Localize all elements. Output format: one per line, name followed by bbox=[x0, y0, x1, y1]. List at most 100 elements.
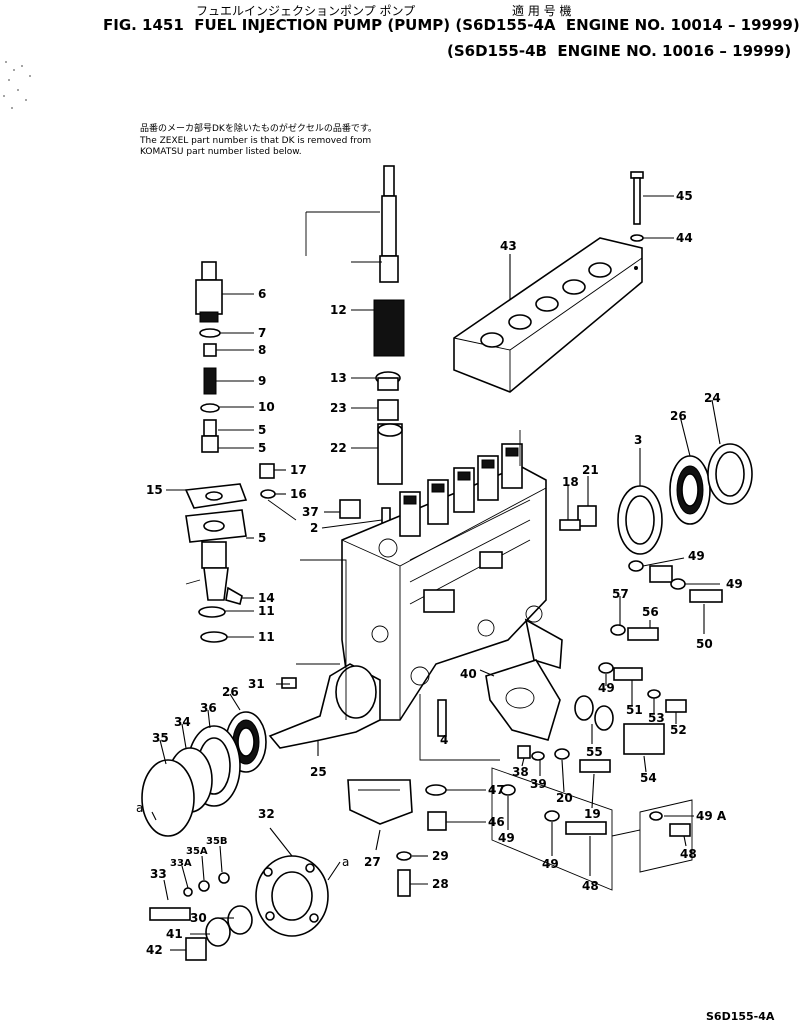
part-o-ring-55b bbox=[594, 705, 614, 731]
part-bolt-52 bbox=[665, 699, 687, 713]
callout-54: 54 bbox=[640, 771, 657, 785]
callout-19: 19 bbox=[584, 807, 601, 821]
part-plug-54 bbox=[623, 723, 665, 755]
part-washer-29 bbox=[396, 851, 412, 861]
callout-21: 21 bbox=[582, 463, 599, 477]
part-bolt-19 bbox=[579, 759, 611, 773]
callout-a-1: a bbox=[136, 801, 143, 815]
callout-49A: 49 A bbox=[696, 809, 727, 823]
part-washer-30 bbox=[227, 905, 253, 935]
part-o-ring-7 bbox=[199, 328, 221, 338]
part-washer-47 bbox=[425, 784, 447, 796]
callout-labels: 45 44 43 6 7 8 9 10 5 5 17 16 15 5 14 11… bbox=[136, 189, 743, 957]
note-english-line2: KOMATSU part number listed below. bbox=[140, 147, 302, 157]
part-bolt-18 bbox=[559, 519, 581, 531]
part-plug-21 bbox=[577, 505, 597, 527]
callout-31: 31 bbox=[248, 677, 265, 691]
part-cover-43 bbox=[453, 237, 643, 393]
part-nut-42 bbox=[185, 937, 207, 961]
callout-15: 15 bbox=[146, 483, 163, 497]
callout-52: 52 bbox=[670, 723, 687, 737]
callout-17: 17 bbox=[290, 463, 307, 477]
callout-a-2: a bbox=[342, 855, 349, 869]
callout-42: 42 bbox=[146, 943, 163, 957]
callout-3: 3 bbox=[634, 433, 642, 447]
callout-9: 9 bbox=[258, 374, 266, 388]
callout-27: 27 bbox=[364, 855, 381, 869]
callout-29: 29 bbox=[432, 849, 449, 863]
leader-lines bbox=[151, 195, 721, 951]
callout-26a: 26 bbox=[670, 409, 687, 423]
part-washer-49c bbox=[598, 662, 614, 674]
callout-48b: 48 bbox=[680, 847, 697, 861]
callout-37: 37 bbox=[302, 505, 319, 519]
callout-35B: 35B bbox=[206, 836, 228, 847]
callout-11b: 11 bbox=[258, 630, 275, 644]
callout-38: 38 bbox=[512, 765, 529, 779]
callout-22: 22 bbox=[330, 441, 347, 455]
group-outline-49A bbox=[639, 799, 693, 873]
callout-36: 36 bbox=[200, 701, 217, 715]
callout-20: 20 bbox=[556, 791, 573, 805]
callout-35: 35 bbox=[152, 731, 169, 745]
callout-12: 12 bbox=[330, 303, 347, 317]
callout-34: 34 bbox=[174, 715, 191, 729]
part-bolt-51 bbox=[613, 667, 643, 681]
part-pin-4 bbox=[437, 699, 447, 737]
callout-43: 43 bbox=[500, 239, 517, 253]
callout-6: 6 bbox=[258, 287, 266, 301]
note-japanese: 品番のメーカ部号DKを除いたものがゼクセルの品番です。 bbox=[140, 124, 377, 134]
part-nut-17 bbox=[259, 463, 275, 479]
part-washer-35A bbox=[198, 880, 210, 892]
part-bolt-50 bbox=[689, 589, 723, 603]
callout-55: 55 bbox=[586, 745, 603, 759]
part-bolt-28 bbox=[397, 869, 411, 897]
part-plunger-5c bbox=[379, 165, 399, 283]
callout-35A: 35A bbox=[186, 846, 208, 857]
part-washer-49d bbox=[500, 784, 516, 796]
part-bearing-26a bbox=[669, 455, 711, 525]
delivery-valve-holders bbox=[399, 443, 523, 537]
callout-48a: 48 bbox=[582, 879, 599, 893]
part-o-ring-35 bbox=[141, 759, 195, 837]
part-flange-32 bbox=[255, 855, 329, 937]
scan-noise bbox=[3, 61, 31, 109]
callout-50: 50 bbox=[696, 637, 713, 651]
callout-10: 10 bbox=[258, 400, 275, 414]
part-washer-35B bbox=[218, 872, 230, 884]
callout-11a: 11 bbox=[258, 604, 275, 618]
callout-16: 16 bbox=[290, 487, 307, 501]
part-bolt-45 bbox=[630, 171, 644, 225]
part-bolt-56 bbox=[627, 627, 659, 641]
part-washer-49e bbox=[544, 810, 560, 822]
part-flange-15 bbox=[184, 483, 248, 509]
callout-7: 7 bbox=[258, 326, 266, 340]
part-cover-40 bbox=[485, 659, 561, 741]
part-stopper-8 bbox=[203, 343, 217, 357]
part-washer-53 bbox=[647, 689, 661, 699]
callout-33A: 33A bbox=[170, 858, 192, 869]
callout-44: 44 bbox=[676, 231, 693, 245]
part-o-ring-55a bbox=[574, 695, 594, 721]
part-spring-12 bbox=[373, 299, 405, 357]
callout-45: 45 bbox=[676, 189, 693, 203]
callout-57: 57 bbox=[612, 587, 629, 601]
part-washer-39 bbox=[531, 751, 545, 761]
part-bolt-48b bbox=[669, 823, 691, 837]
callout-30: 30 bbox=[190, 911, 207, 925]
part-bolt-48a bbox=[565, 821, 607, 835]
part-washer-33A bbox=[183, 887, 193, 897]
footer-model-code: S6D155-4A bbox=[706, 1010, 775, 1023]
callout-18: 18 bbox=[562, 475, 579, 489]
callout-49-5: 49 bbox=[542, 857, 559, 871]
callout-28: 28 bbox=[432, 877, 449, 891]
part-pin-23 bbox=[377, 399, 399, 421]
part-washer-49A bbox=[649, 811, 663, 821]
part-nut-46 bbox=[427, 811, 447, 831]
callout-49-1: 49 bbox=[688, 549, 705, 563]
jp-applicable-label: 適 用 号 機 bbox=[512, 4, 572, 18]
part-seal-24 bbox=[707, 443, 753, 505]
callout-8: 8 bbox=[258, 343, 266, 357]
part-washer-49a bbox=[628, 560, 644, 572]
wire-48 bbox=[611, 829, 641, 837]
